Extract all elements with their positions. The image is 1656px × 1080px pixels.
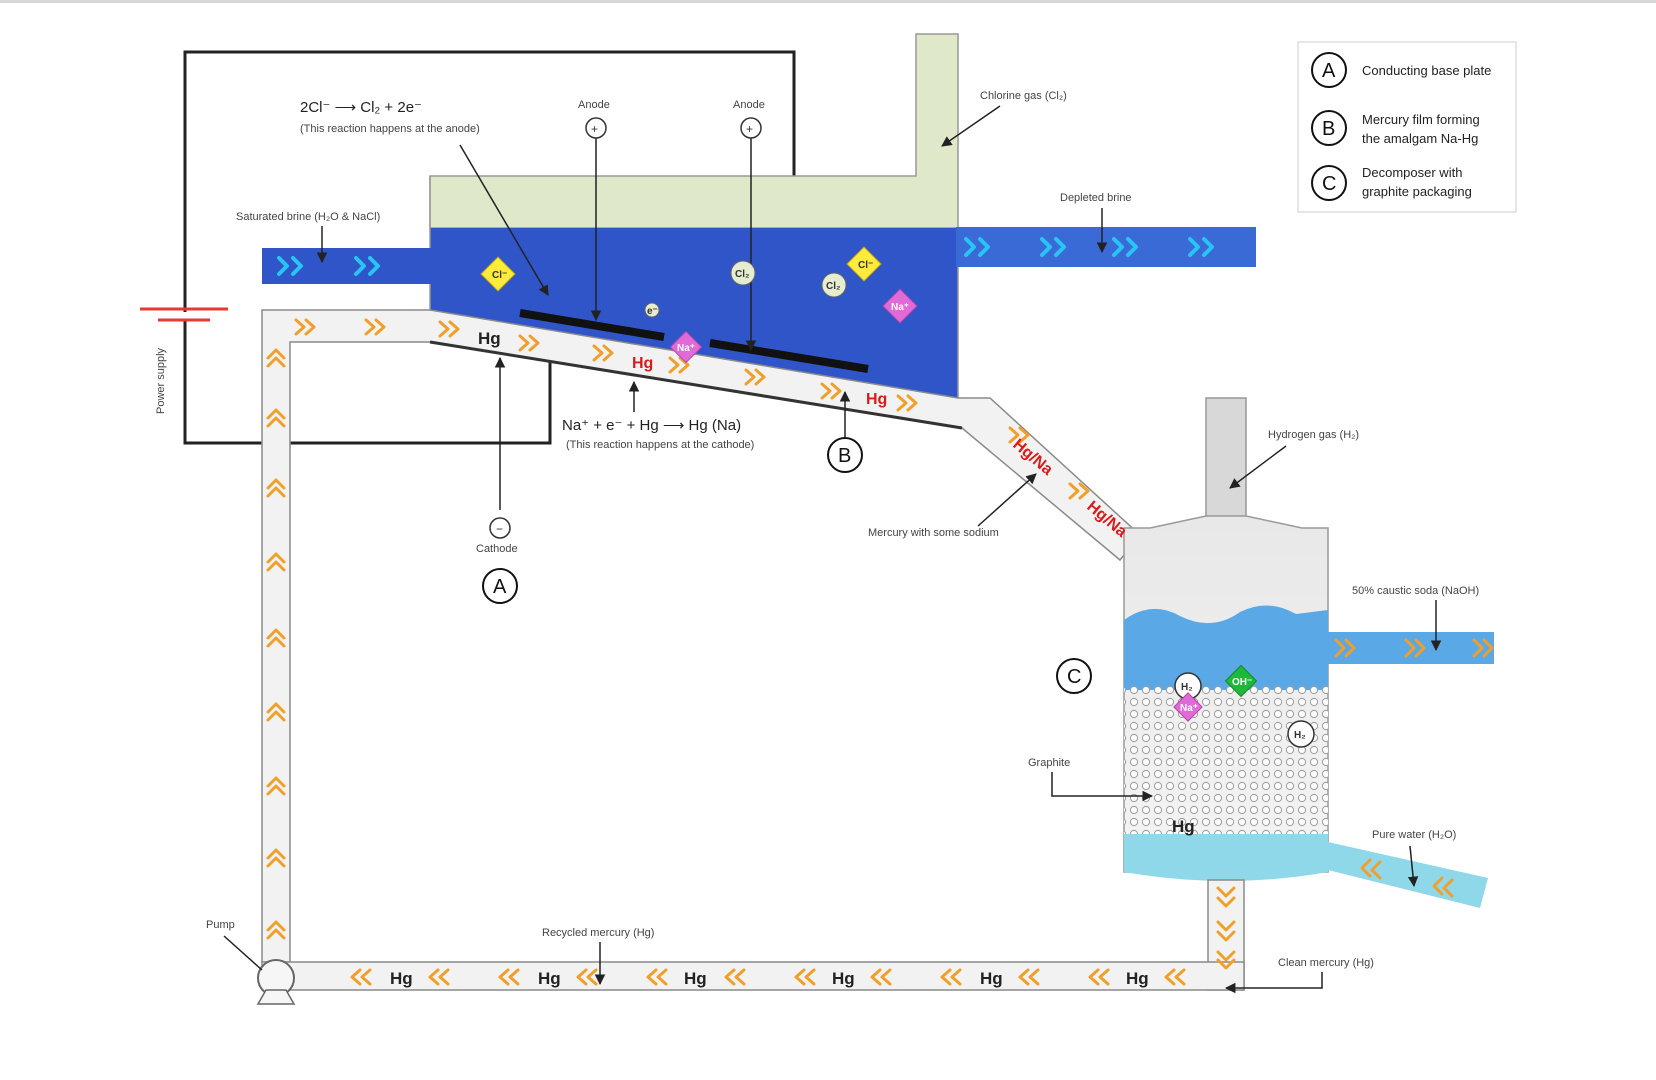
electron: e⁻ [644,302,660,318]
svg-text:Na⁺: Na⁺ [891,302,909,313]
legend-item-c: C Decomposer with graphite packaging [1311,165,1472,201]
pump [256,959,296,1005]
hg-label: Hg [390,969,413,988]
pump-label: Pump [206,919,235,931]
top-border [0,0,1656,3]
hg-label: Hg [1126,969,1149,988]
svg-text:C: C [1067,666,1081,688]
recycled-mercury-pipe [261,961,1245,991]
hydrogen-chimney [1205,397,1247,529]
oh-ion: OH⁻ [1224,664,1258,698]
na-ion: Na⁺ [882,288,918,324]
anode-note: (This reaction happens at the anode) [300,123,480,135]
marker-a [482,568,518,604]
anode-plate-2 [709,339,869,373]
anode-plate-1 [519,309,665,341]
clean-mercury-pool [1124,834,1328,881]
legend: A Conducting base plate B Mercury film f… [1297,41,1517,213]
h2-molecule: H₂ [1287,720,1315,748]
svg-text:Cl₂: Cl₂ [826,281,840,292]
anode-plates [519,138,869,373]
chlorine-chimney [429,33,959,229]
anode-label: Anode [733,99,765,111]
clean-mercury-label: Clean mercury (Hg) [1278,957,1374,969]
svg-text:B: B [1322,118,1335,140]
svg-text:Cl⁻: Cl⁻ [492,270,507,281]
cl-ion: Cl⁻ [480,256,516,292]
anode-symbol: + [746,122,753,136]
na-ion: Na⁺ [1173,692,1203,722]
saturated-brine-label: Saturated brine (H₂O & NaCl) [236,211,380,223]
naoh-outlet-pipe [1326,632,1494,664]
hg-label: Hg [866,391,887,408]
svg-text:B: B [838,445,851,467]
svg-text:C: C [1322,173,1336,195]
power-supply-label: Power supply [155,347,167,414]
recycled-mercury-label: Recycled mercury (Hg) [542,927,654,939]
svg-text:Na⁺: Na⁺ [677,343,695,354]
cl2-molecule: Cl₂ [730,260,756,286]
chlorine-gas-label: Chlorine gas (Cl₂) [980,90,1067,102]
brine-inlet-pipe [262,248,432,284]
svg-text:Cl₂: Cl₂ [735,269,749,280]
naoh-solution [1124,605,1328,690]
annotations: 2Cl⁻ ⟶ Cl₂ + 2e⁻ (This reaction happens … [155,90,1479,994]
hg-label: Hg [632,355,653,372]
cathode-note: (This reaction happens at the cathode) [566,439,754,451]
water-inlet-pipe [1328,842,1488,908]
cathode-reaction: Na⁺ + e⁻ + Hg ⟶ Hg (Na) [562,417,741,434]
hg-label: Hg [832,969,855,988]
svg-text:A: A [1322,60,1336,82]
svg-text:e⁻: e⁻ [647,306,658,317]
mercury-flow-chevrons [266,318,1494,986]
brine-flow-chevrons [277,237,1214,276]
pure-water-label: Pure water (H₂O) [1372,829,1456,841]
svg-text:the amalgam Na-Hg: the amalgam Na-Hg [1362,131,1478,146]
graphite-label: Graphite [1028,757,1070,769]
legend-item-b: B Mercury film forming the amalgam Na-Hg [1311,110,1480,146]
anode-symbol: + [591,122,598,136]
graphite-packing [1124,684,1328,834]
cathode-symbol: − [496,522,503,536]
depleted-brine-label: Depleted brine [1060,192,1132,204]
svg-text:H₂: H₂ [1294,730,1306,741]
caustic-soda-label: 50% caustic soda (NaOH) [1352,585,1479,597]
svg-text:Conducting base plate: Conducting base plate [1362,63,1491,78]
hg-label: Hg [980,969,1003,988]
anode-label: Anode [578,99,610,111]
ions: Cl⁻ Cl⁻ Cl₂ Cl₂ Na⁺ Na⁺ e⁻ OH⁻ [480,246,1315,748]
cathode-label: Cathode [476,543,518,555]
cl-ion: Cl⁻ [846,246,882,282]
na-ion: Na⁺ [669,330,703,364]
marker-b [827,437,863,473]
svg-text:OH⁻: OH⁻ [1232,677,1252,688]
mercury-channel [261,309,1142,963]
hg-label: Hg [478,329,501,348]
legend-item-a: A Conducting base plate [1311,52,1491,88]
anode-reaction: 2Cl⁻ ⟶ Cl₂ + 2e⁻ [300,99,422,116]
hg-label: Hg [1172,817,1195,836]
svg-text:Decomposer with: Decomposer with [1362,165,1462,180]
svg-text:A: A [493,576,507,598]
marker-c [1056,658,1092,694]
svg-text:H₂: H₂ [1181,682,1193,693]
mercury-sodium-label: Mercury with some sodium [868,527,999,539]
h2-molecule: H₂ [1174,672,1202,700]
svg-text:Na⁺: Na⁺ [1180,703,1198,714]
hydrogen-gas-label: Hydrogen gas (H₂) [1268,429,1359,441]
decomposer [1123,397,1494,991]
svg-text:graphite packaging: graphite packaging [1362,184,1472,199]
hg-label: Hg [684,969,707,988]
svg-text:Mercury film forming: Mercury film forming [1362,112,1480,127]
hg-label: Hg [538,969,561,988]
svg-text:Cl⁻: Cl⁻ [858,260,873,271]
cl2-molecule: Cl₂ [821,272,847,298]
